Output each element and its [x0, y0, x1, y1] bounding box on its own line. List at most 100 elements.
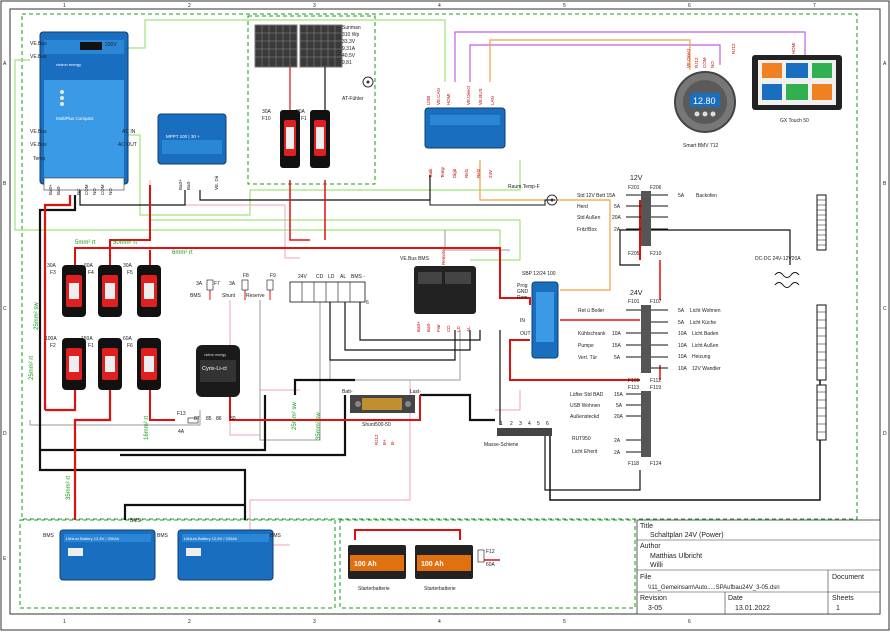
shunt-port: RJ12	[374, 434, 379, 445]
date-value: 13.01.2022	[735, 605, 770, 612]
fuse-label: 30A	[262, 109, 272, 115]
cerbo-port: VE.BUS	[478, 88, 483, 105]
fuse-label: 60A	[84, 263, 94, 269]
fuse-code: F107	[650, 299, 662, 305]
solar-panel-right	[299, 24, 343, 68]
fuse-label: F5	[127, 270, 133, 276]
date-label: Date	[728, 595, 743, 602]
cyrix-pin: 85	[206, 416, 212, 422]
smart-bmv: 12.80 VE.Direct RJ12 COM NO Smart BMV 71…	[674, 48, 736, 149]
fuse-label: F3	[50, 270, 56, 276]
ve-bus-label: VE.Bus	[30, 142, 47, 148]
anl-fuse	[98, 338, 122, 390]
fuse-label: 30A	[296, 109, 306, 115]
starter-battery: 100 Ah	[415, 545, 473, 579]
sheets-value: 1	[836, 605, 840, 612]
sheets-label: Sheets	[832, 595, 854, 602]
fuse-label: F2	[50, 343, 56, 349]
fuse-label: 150A	[81, 336, 93, 342]
starter-area-border	[339, 519, 636, 609]
fuse-label: 60A	[123, 336, 133, 342]
col-label: 7	[813, 3, 816, 9]
sbp-terminal: IN	[520, 318, 525, 324]
main-fuses: 30A F3 60A F4 30A F5 100A F2 150A F1 60A…	[45, 263, 161, 390]
circuit-amp: 10A	[678, 331, 688, 337]
fuse-code: F206	[650, 185, 662, 191]
circuit-label: Fritz!Box	[577, 227, 597, 233]
bus-pin: 2	[510, 421, 513, 427]
circuit-amp: 2A	[614, 227, 621, 233]
title-label: Title	[640, 523, 653, 530]
col-label: 6	[688, 619, 691, 625]
bus-pin: 5	[537, 421, 540, 427]
fuse-panel-24v: 24V F101 F107 Ret ü Boiler Kühlschrank P…	[570, 290, 721, 467]
fuse-code: F210	[650, 251, 662, 257]
col-label: 4	[438, 3, 441, 9]
cyrix-brand: victron energy	[204, 353, 226, 357]
shunt-terminal: Batt-	[342, 389, 353, 395]
fuse-label: F6	[127, 343, 133, 349]
cyrix-pin: 30	[230, 416, 236, 422]
cerbo-port: Rel1	[464, 168, 469, 178]
circuit-label: Licht Küche	[690, 320, 716, 326]
fuse-code: F105	[628, 378, 640, 384]
multiplus-compact: MultiPlus Compact victron energy VE.Bus …	[30, 31, 137, 195]
shunt-port: B+	[382, 439, 387, 445]
circuit-label: Std 12V Bett 15A	[577, 193, 616, 199]
schematic-title: Schaltplan 24V (Power)	[650, 532, 724, 539]
bus-pin: 1	[500, 421, 503, 427]
dcdc-label: DC-DC 24V-12V20A	[755, 256, 801, 262]
author-name: Willi	[650, 562, 663, 569]
col-label: 5	[563, 619, 566, 625]
fuse-amp: 3A	[196, 281, 203, 287]
fuse-panel-12v: 12V F201 F206 Std 12V Bett 15A Herd Std …	[577, 175, 717, 257]
circuit-label: Lüfter Std BAD	[570, 392, 604, 398]
ve-bus-label: VE.Bus	[30, 129, 47, 135]
bmv-port: VE.Direct	[686, 48, 691, 68]
fuse-code: F101	[628, 299, 640, 305]
bms-terminal: Batt-	[426, 322, 431, 332]
solar-spec: 9,81	[342, 60, 352, 66]
document-label: Document	[832, 574, 864, 581]
fuse-code: F119	[650, 385, 661, 391]
solar-spec: 40,5V	[342, 53, 356, 59]
circuit-label: Pumpe	[578, 343, 594, 349]
shunt-port: B-	[390, 440, 395, 445]
fuse-panel-title: 24V	[630, 290, 643, 297]
sbp-terminal: Rem	[517, 295, 528, 301]
at-fuehler-label: AT-Fühler	[342, 96, 364, 102]
terminal-label: 6	[366, 300, 369, 306]
cable-label: 6mm² rt	[172, 250, 193, 256]
lithium-batteries: Lithium Battery 12,8V / 200Ah Lithium Ba…	[43, 518, 282, 581]
multiplus-terminal: NC	[76, 188, 81, 195]
shunt-terminal: Last-	[410, 389, 421, 395]
anl-fuse	[137, 338, 161, 390]
fuse-code: F205	[628, 251, 640, 257]
bms-terminal: AL	[466, 326, 471, 332]
circuit-amp: 10A	[678, 343, 688, 349]
cable-label: 25mm² sw	[34, 302, 40, 330]
fuse-label: F4	[88, 270, 94, 276]
circuit-label: Herd	[577, 204, 588, 210]
circuit-label: Licht Wohnen	[690, 308, 721, 314]
starter-label: Starterbatterie	[358, 586, 390, 592]
row-label: E	[3, 556, 7, 562]
fuse-code: F124	[650, 461, 662, 467]
multiplus-terminal: COM	[84, 184, 89, 195]
title-block: Title Schaltplan 24V (Power) Author Matt…	[636, 519, 881, 615]
circuit-amp: 5A	[678, 320, 685, 326]
cyrix-pin: 86	[216, 416, 222, 422]
sbp-terminal: OUT	[520, 331, 531, 337]
fuse-code: F12	[486, 549, 495, 555]
room-temp-sensor-icon	[546, 194, 558, 206]
mppt-terminal: Batt-	[186, 180, 191, 190]
starter-battery: 100 Ah	[348, 545, 406, 579]
cable-labels: 5mm² rt 50mm² rt 6mm² rt 25mm² sw 25mm² …	[29, 240, 322, 500]
cerbo-port: VE.Direct	[466, 85, 471, 105]
anl-fuse	[98, 265, 122, 317]
bms-terminal: LD	[456, 325, 461, 332]
fuse-panel-title: 12V	[630, 175, 643, 182]
multiplus-terminal: COM	[100, 184, 105, 195]
